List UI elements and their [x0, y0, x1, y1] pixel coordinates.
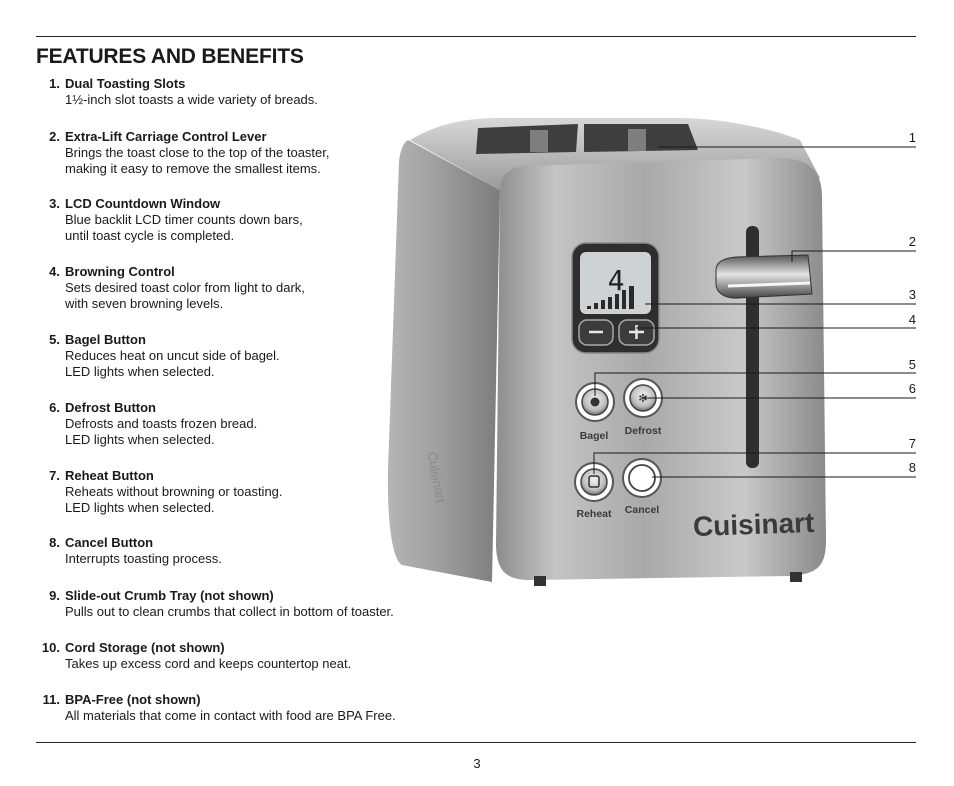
toaster-slot-grip-right — [628, 129, 646, 151]
feature-number: 1. — [49, 76, 60, 91]
defrost-label: Defrost — [625, 425, 662, 437]
feature-number: 10. — [41, 640, 60, 655]
feature-number: 7. — [49, 468, 60, 483]
toaster-foot — [534, 576, 546, 586]
toaster-slot-grip-left — [530, 130, 548, 152]
callout-3: 3 — [908, 287, 916, 302]
leader-5 — [594, 372, 916, 396]
leader-7 — [593, 452, 916, 474]
feature-line: All materials that come in contact with … — [65, 708, 396, 723]
toaster-slot-left — [476, 124, 578, 154]
feature-description: All materials that come in contact with … — [65, 708, 396, 724]
feature-heading: Reheat Button — [65, 468, 154, 483]
feature-line: Interrupts toasting process. — [65, 551, 222, 566]
feature-heading: Dual Toasting Slots — [65, 76, 186, 91]
feature-heading: BPA-Free (not shown) — [65, 692, 201, 707]
feature-heading: Extra-Lift Carriage Control Lever — [65, 129, 267, 144]
feature-number: 4. — [49, 264, 60, 279]
carriage-lever — [715, 254, 813, 299]
feature-heading: Slide-out Crumb Tray (not shown) — [65, 588, 274, 603]
feature-line: Reheats without browning or toasting. — [65, 484, 283, 499]
page-title: FEATURES AND BENEFITS — [36, 45, 304, 68]
page-number: 3 — [473, 756, 481, 771]
top-rule — [36, 36, 916, 37]
feature-line: LED lights when selected. — [65, 432, 215, 447]
feature-description: Brings the toast close to the top of the… — [65, 145, 330, 177]
feature-heading: Defrost Button — [65, 400, 156, 415]
callout-4: 4 — [908, 312, 916, 327]
reheat-label: Reheat — [576, 508, 612, 520]
reheat-icon — [588, 475, 600, 488]
feature-number: 2. — [49, 129, 60, 144]
feature-line: LED lights when selected. — [65, 500, 215, 515]
callout-2: 2 — [908, 234, 916, 249]
feature-heading: Browning Control — [65, 264, 175, 279]
feature-number: 9. — [49, 588, 60, 603]
feature-heading: Cancel Button — [65, 535, 154, 550]
bagel-button — [575, 382, 615, 422]
feature-number: 6. — [49, 400, 60, 415]
feature-description: Takes up excess cord and keeps counterto… — [65, 656, 351, 672]
callout-7: 7 — [908, 436, 916, 451]
reheat-button — [574, 462, 614, 502]
feature-heading: Cord Storage (not shown) — [65, 640, 225, 655]
bottom-rule — [36, 742, 916, 743]
callout-5: 5 — [908, 357, 916, 372]
leader-2 — [791, 250, 916, 262]
feature-line: with seven browning levels. — [65, 296, 224, 311]
feature-description: Interrupts toasting process. — [65, 551, 222, 567]
feature-line: Brings the toast close to the top of the… — [65, 145, 330, 160]
cancel-label: Cancel — [625, 504, 660, 516]
feature-line: until toast cycle is completed. — [65, 228, 235, 243]
feature-description: Pulls out to clean crumbs that collect i… — [65, 604, 394, 620]
feature-number: 3. — [49, 196, 60, 211]
feature-line: Sets desired toast color from light to d… — [65, 280, 305, 295]
bagel-icon — [590, 397, 600, 407]
feature-description: Defrosts and toasts frozen bread. LED li… — [65, 416, 257, 448]
feature-description: Sets desired toast color from light to d… — [65, 280, 305, 312]
feature-number: 11. — [42, 692, 60, 707]
brand-logo: Cuisinart — [692, 507, 814, 542]
callout-8: 8 — [908, 460, 916, 475]
browning-level-bars — [587, 286, 634, 309]
callout-6: 6 — [908, 381, 916, 396]
toaster-side-panel — [387, 140, 500, 582]
feature-number: 8. — [49, 535, 60, 550]
feature-description: Blue backlit LCD timer counts down bars,… — [65, 212, 303, 244]
plus-icon — [629, 325, 644, 339]
feature-line: LED lights when selected. — [65, 364, 215, 379]
feature-line: Blue backlit LCD timer counts down bars, — [65, 212, 303, 227]
feature-description: 1½-inch slot toasts a wide variety of br… — [65, 92, 318, 108]
feature-description: Reduces heat on uncut side of bagel. LED… — [65, 348, 280, 380]
callout-1: 1 — [908, 130, 916, 145]
callout-leaders — [593, 146, 916, 478]
feature-line: Takes up excess cord and keeps counterto… — [65, 656, 352, 671]
feature-heading: LCD Countdown Window — [65, 196, 221, 211]
toaster-foot — [790, 572, 802, 582]
feature-number: 5. — [49, 332, 60, 347]
feature-line: Defrosts and toasts frozen bread. — [65, 416, 258, 431]
feature-line: Pulls out to clean crumbs that collect i… — [65, 604, 394, 619]
feature-heading: Bagel Button — [65, 332, 146, 347]
feature-line: Reduces heat on uncut side of bagel. — [65, 348, 280, 363]
feature-description: Reheats without browning or toasting. LE… — [65, 484, 283, 516]
bagel-label: Bagel — [580, 430, 609, 442]
lcd-digit: 4 — [608, 264, 625, 297]
feature-line: making it easy to remove the smallest it… — [65, 161, 321, 176]
feature-line: 1½-inch slot toasts a wide variety of br… — [65, 92, 318, 107]
cancel-button — [622, 458, 662, 498]
